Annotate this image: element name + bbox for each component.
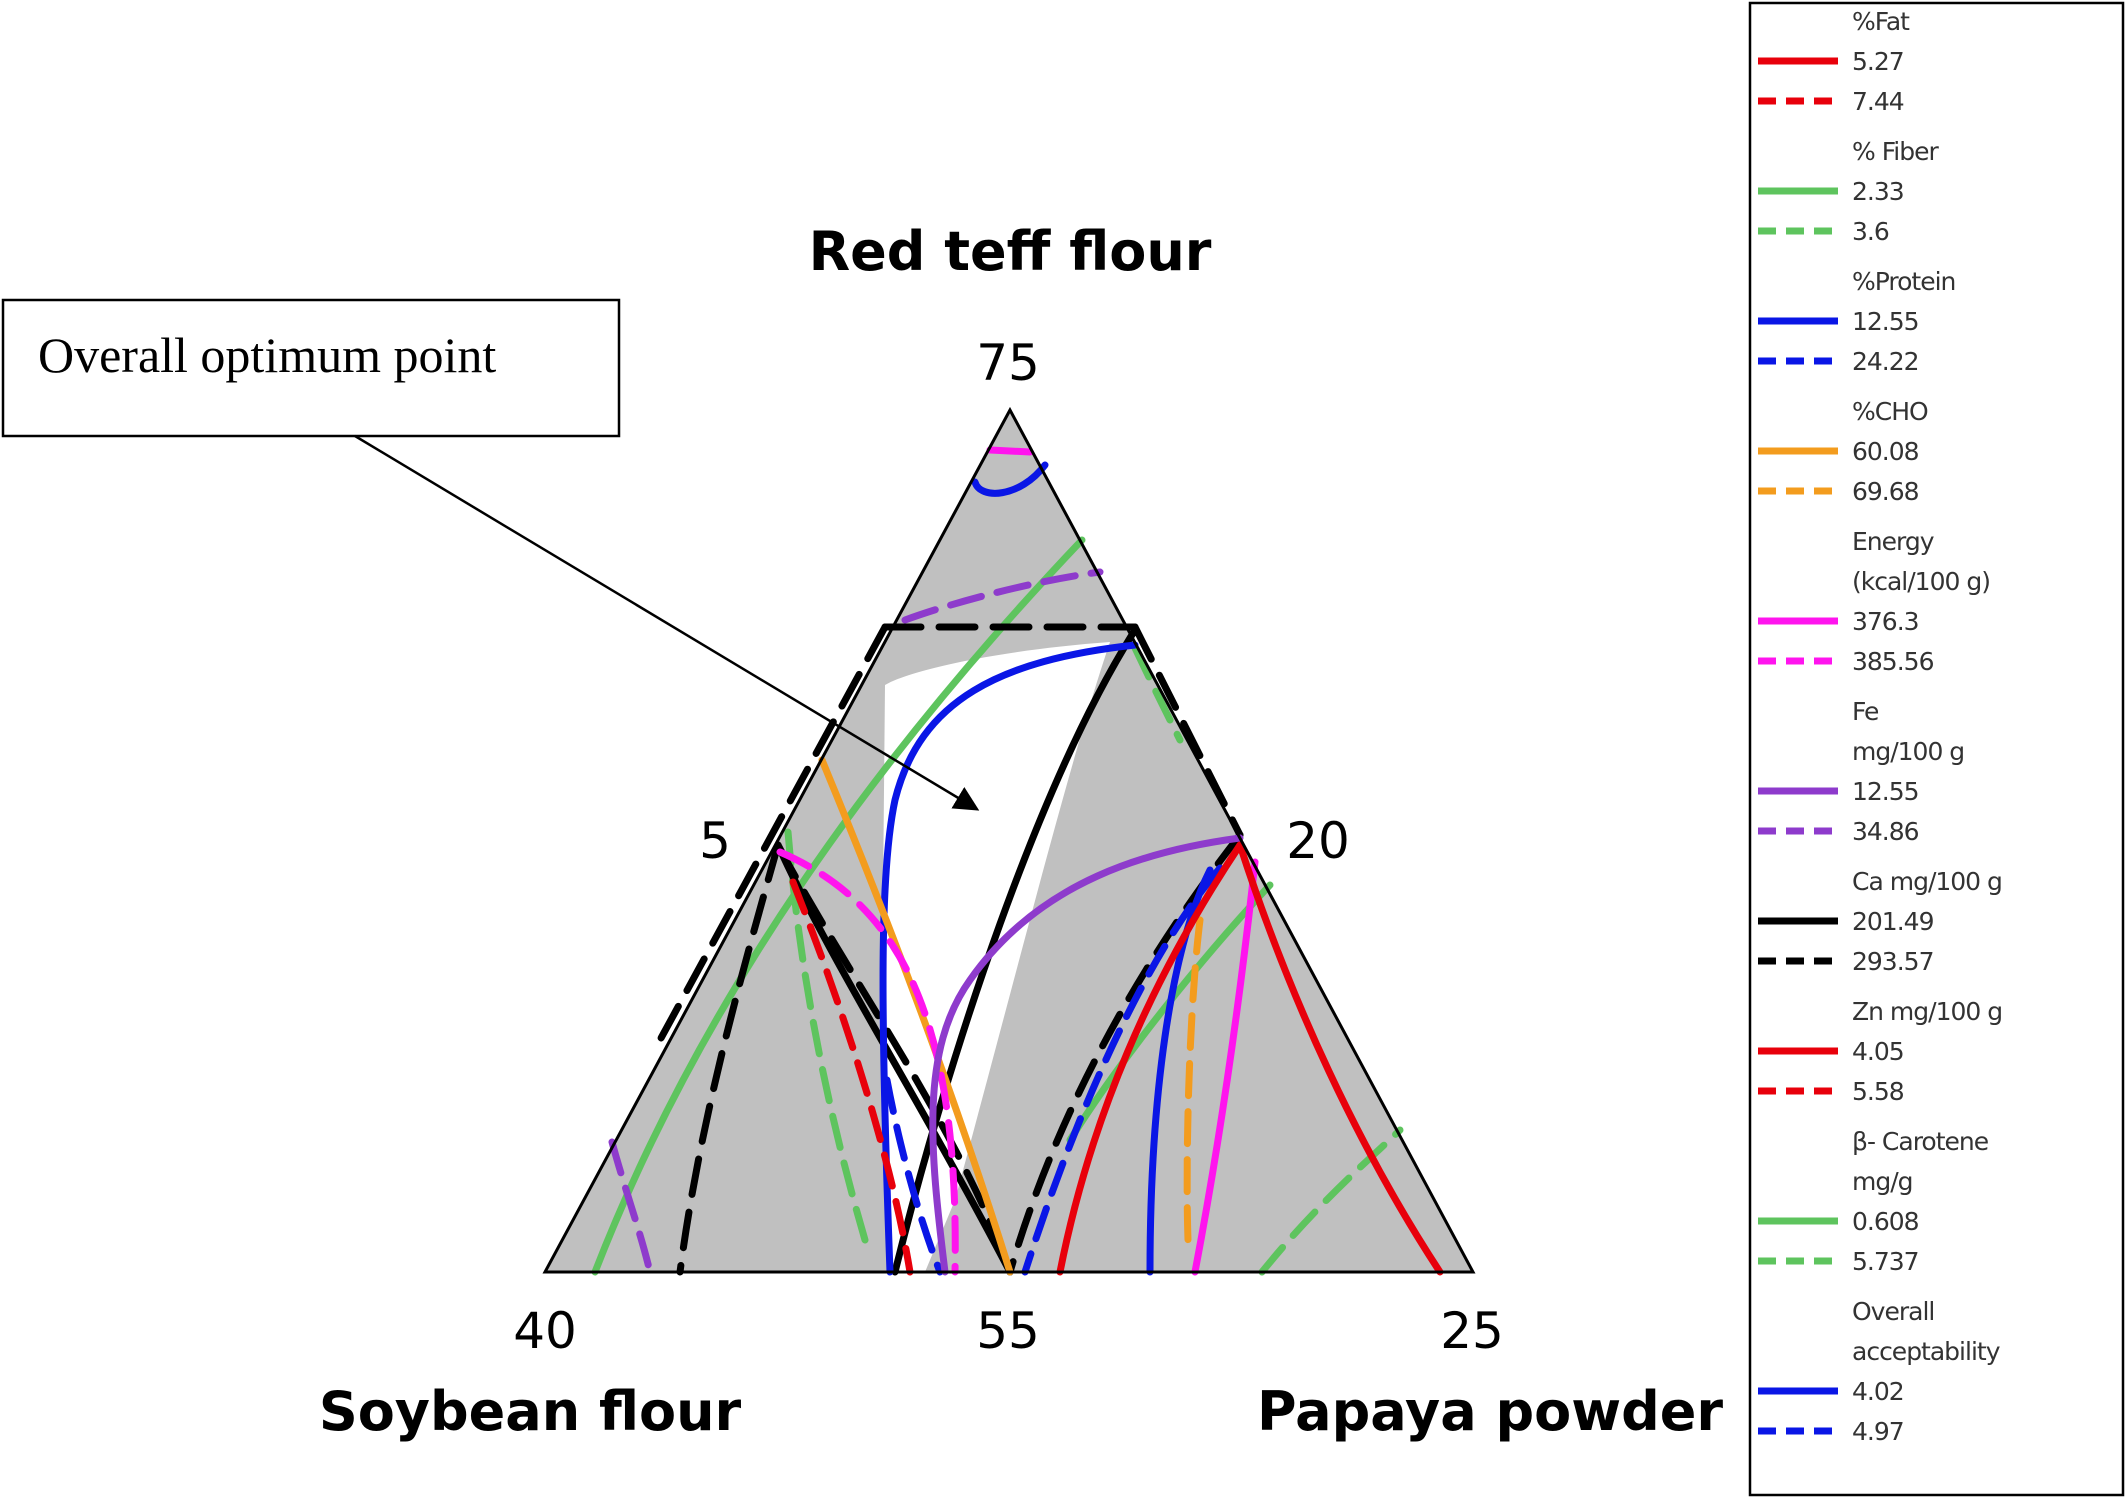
contour-energy-dashed xyxy=(776,848,959,1276)
contour-fe-solid xyxy=(929,834,1244,1276)
legend-group-title: % Fiber xyxy=(1852,137,1939,166)
contour-protein-solid-top xyxy=(971,461,1049,497)
tick-label-right-mid: 20 xyxy=(1286,812,1350,870)
legend-entry-value: 4.05 xyxy=(1852,1037,1904,1066)
legend-group-title: (kcal/100 g) xyxy=(1852,567,1990,596)
contour-carotene-dashed xyxy=(1258,1126,1404,1276)
legend-group-title: acceptability xyxy=(1852,1337,2001,1366)
contour-ca-dashed-a xyxy=(676,841,782,1276)
legend-group-title: Zn mg/100 g xyxy=(1852,997,2002,1026)
axis-title-right: Papaya powder xyxy=(1257,1380,1723,1443)
contour-ca-dashed-left xyxy=(656,623,889,1044)
contour-cho-dashed xyxy=(1183,916,1204,1244)
legend-group-title: Fe xyxy=(1852,697,1879,726)
legend-entry-value: 5.58 xyxy=(1852,1077,1904,1106)
legend-group-title: Ca mg/100 g xyxy=(1852,867,2002,896)
contour-zn-solid xyxy=(1236,841,1444,1276)
contour-acceptability-solid xyxy=(1146,866,1214,1276)
contour-protein-dashed-2 xyxy=(883,1076,944,1276)
legend-group-title: mg/g xyxy=(1852,1167,1913,1196)
contour-lines xyxy=(591,446,1444,1276)
legend-group-title: %CHO xyxy=(1852,397,1928,426)
annotation-box xyxy=(1,298,621,438)
tick-label-left-mid: 5 xyxy=(699,812,731,870)
contour-fiber-solid-2 xyxy=(1066,881,1274,1144)
legend-entry-value: 12.55 xyxy=(1852,307,1919,336)
legend-group-title: Overall xyxy=(1852,1297,1934,1326)
legend-entry-value: 4.97 xyxy=(1852,1417,1904,1446)
legend-group-title: Energy xyxy=(1852,527,1935,556)
legend-entry-value: 2.33 xyxy=(1852,177,1904,206)
tick-label-bottom-right: 25 xyxy=(1440,1302,1504,1360)
legend-entry-value: 24.22 xyxy=(1852,347,1919,376)
legend-entry-value: 385.56 xyxy=(1852,647,1934,676)
contour-fiber-dashed-2 xyxy=(1131,644,1184,744)
legend-entry-value: 293.57 xyxy=(1852,947,1933,976)
legend-entry-value: 5.737 xyxy=(1852,1247,1919,1276)
legend-entry-value: 0.608 xyxy=(1852,1207,1919,1236)
legend-entry-value: 34.86 xyxy=(1852,817,1919,846)
legend: %Fat 5.27 7.44 % Fiber 2.33 3.6 %Protein 12.55 2… xyxy=(1758,7,2003,1446)
legend-group-title: mg/100 g xyxy=(1852,737,1964,766)
legend-entry-value: 3.6 xyxy=(1852,217,1889,246)
contour-protein-dashed xyxy=(1021,864,1224,1276)
tick-label-top: 75 xyxy=(976,334,1040,392)
contour-ca-dashed-b xyxy=(774,841,1014,1276)
legend-entry-value: 12.55 xyxy=(1852,777,1919,806)
contour-energy-solid xyxy=(1191,858,1259,1276)
tick-label-bottom-mid: 55 xyxy=(976,1302,1040,1360)
tick-label-bottom-left: 40 xyxy=(513,1302,577,1360)
legend-entry-value: 201.49 xyxy=(1852,907,1934,936)
contour-energy-solid-top xyxy=(986,446,1034,456)
legend-group-title: %Fat xyxy=(1852,7,1910,36)
contour-protein-solid xyxy=(879,641,1139,1276)
annotation-arrow xyxy=(354,434,980,811)
legend-entry-value: 376.3 xyxy=(1852,607,1919,636)
legend-entry-value: 5.27 xyxy=(1852,47,1904,76)
contour-fat-dashed xyxy=(789,878,914,1276)
contour-ca-solid-b xyxy=(774,841,1014,1276)
annotation-text: Overall optimum point xyxy=(38,327,496,383)
contour-fe-dashed-left xyxy=(608,1138,654,1276)
legend-box xyxy=(1748,1,2125,1497)
legend-entry-value: 4.02 xyxy=(1852,1377,1904,1406)
contour-fiber-solid xyxy=(591,536,1086,1276)
legend-entry-value: 60.08 xyxy=(1852,437,1919,466)
axis-title-top: Red teff flour xyxy=(809,220,1212,283)
triangle-outline xyxy=(542,406,1476,1274)
axis-title-left: Soybean flour xyxy=(319,1380,742,1443)
contour-fat-solid xyxy=(1056,841,1244,1276)
contour-fe-dashed-top xyxy=(901,568,1104,624)
legend-entry-value: 7.44 xyxy=(1852,87,1904,116)
legend-group-title: β- Carotene xyxy=(1852,1127,1989,1156)
legend-group-title: %Protein xyxy=(1852,267,1955,296)
contour-ca-solid-a xyxy=(891,626,1139,1276)
legend-entry-value: 69.68 xyxy=(1852,477,1919,506)
contour-ca-dashed-right xyxy=(1131,623,1244,839)
